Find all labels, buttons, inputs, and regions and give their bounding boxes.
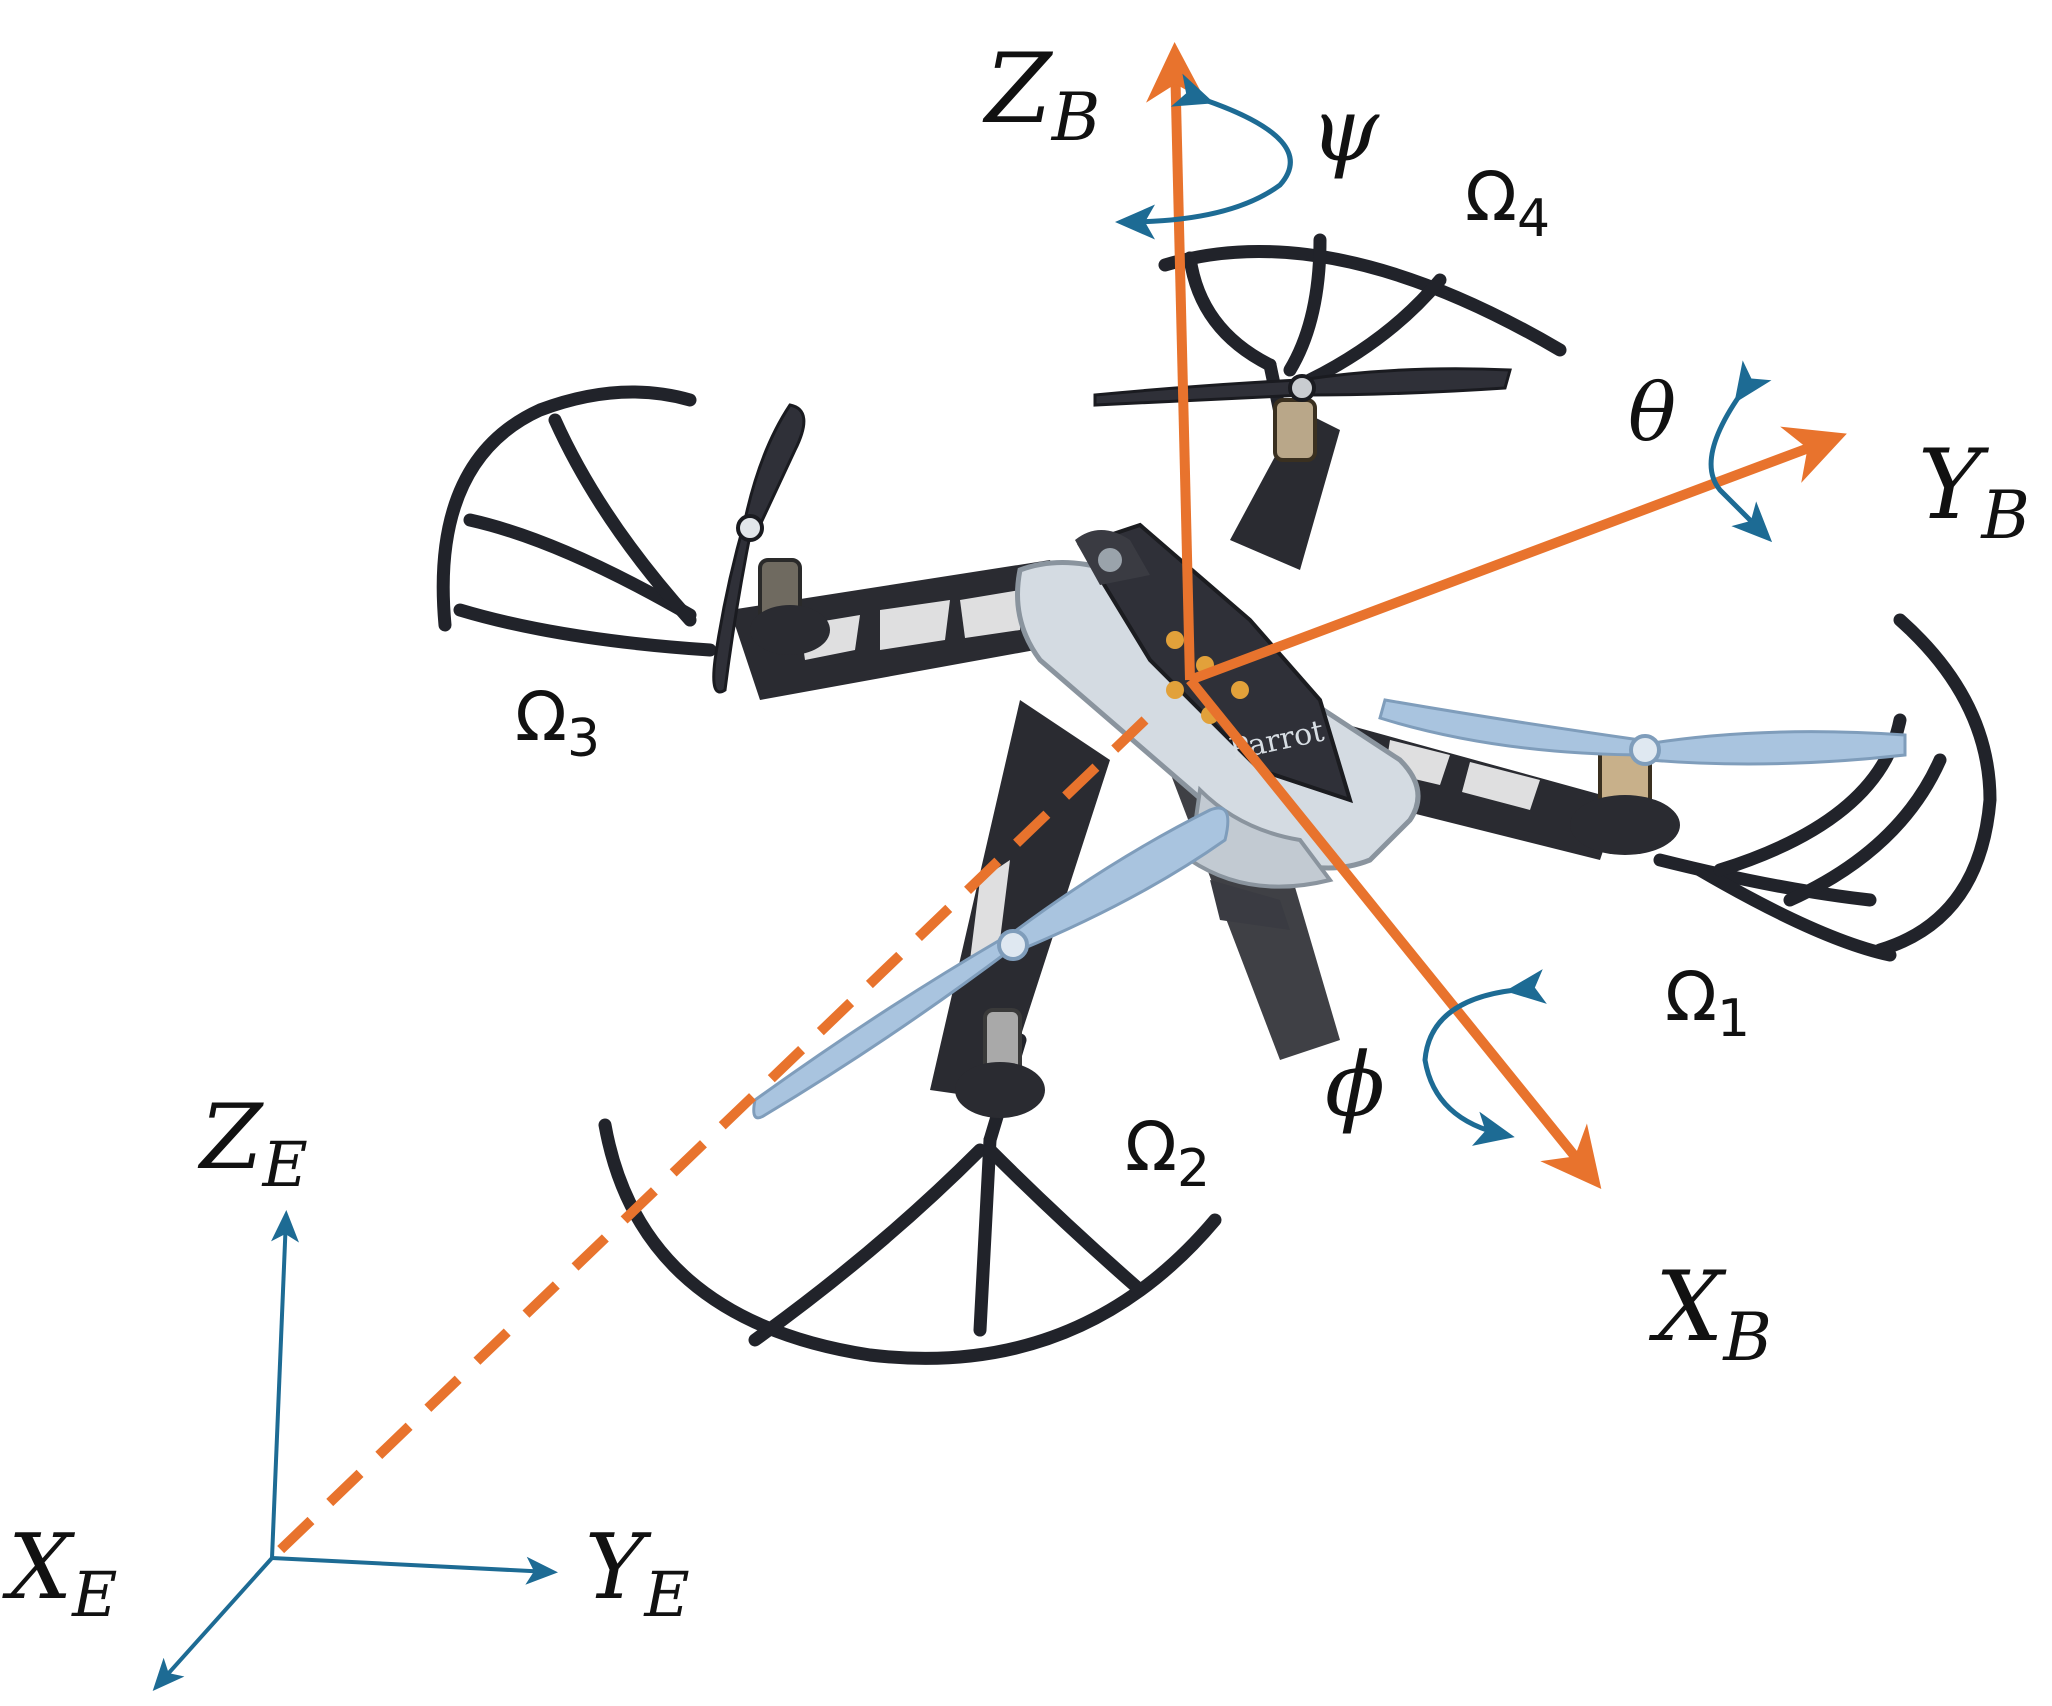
rotor1-guard [1653,613,1997,962]
propeller-4 [1093,367,1512,407]
propeller-2 [752,806,1230,1120]
label-rotor3: Ω3 [515,678,600,769]
label-rotor1: Ω1 [1665,958,1750,1049]
label-rotor4: Ω4 [1465,158,1550,249]
body-y-axis [1188,426,1847,685]
label-earth-y: YE [585,1515,690,1631]
label-body-y: YB [1918,429,2030,554]
label-yaw-psi: ψ [1310,78,1380,181]
label-earth-z: ZE [197,1085,308,1201]
label-rotor2: Ω2 [1125,1108,1210,1199]
rotation-arrows [1115,73,1773,1146]
label-body-x: XB [1648,1251,1772,1376]
drone-body: Parrot [1015,522,1421,930]
rotor4-guard [1158,233,1567,467]
earth-frame-axes [152,1210,558,1691]
label-earth-x: XE [2,1515,117,1631]
propeller-3 [712,403,806,694]
yaw-rotation-arrow [1115,73,1293,240]
roll-rotation-arrow [1422,969,1547,1146]
motors [750,398,1680,1118]
drone-illustration: Parrot [436,233,1997,1365]
rotor2-guard [598,1033,1222,1365]
label-body-z: ZB [982,33,1100,156]
axis-labels: ZB YB XB ZE YE XE ψ θ ϕ [2,33,2030,1631]
rotor-speed-labels: Ω4 Ω3 Ω1 Ω2 [515,158,1750,1199]
earth-z-axis [270,1210,300,1559]
label-roll-phi: ϕ [1325,1033,1385,1136]
earth-y-axis [271,1556,558,1585]
propeller-1 [1378,698,1907,766]
earth-x-axis [152,1556,274,1691]
label-pitch-theta: θ [1628,366,1676,459]
rotor3-guard [436,385,717,657]
pitch-rotation-arrow [1708,360,1773,543]
